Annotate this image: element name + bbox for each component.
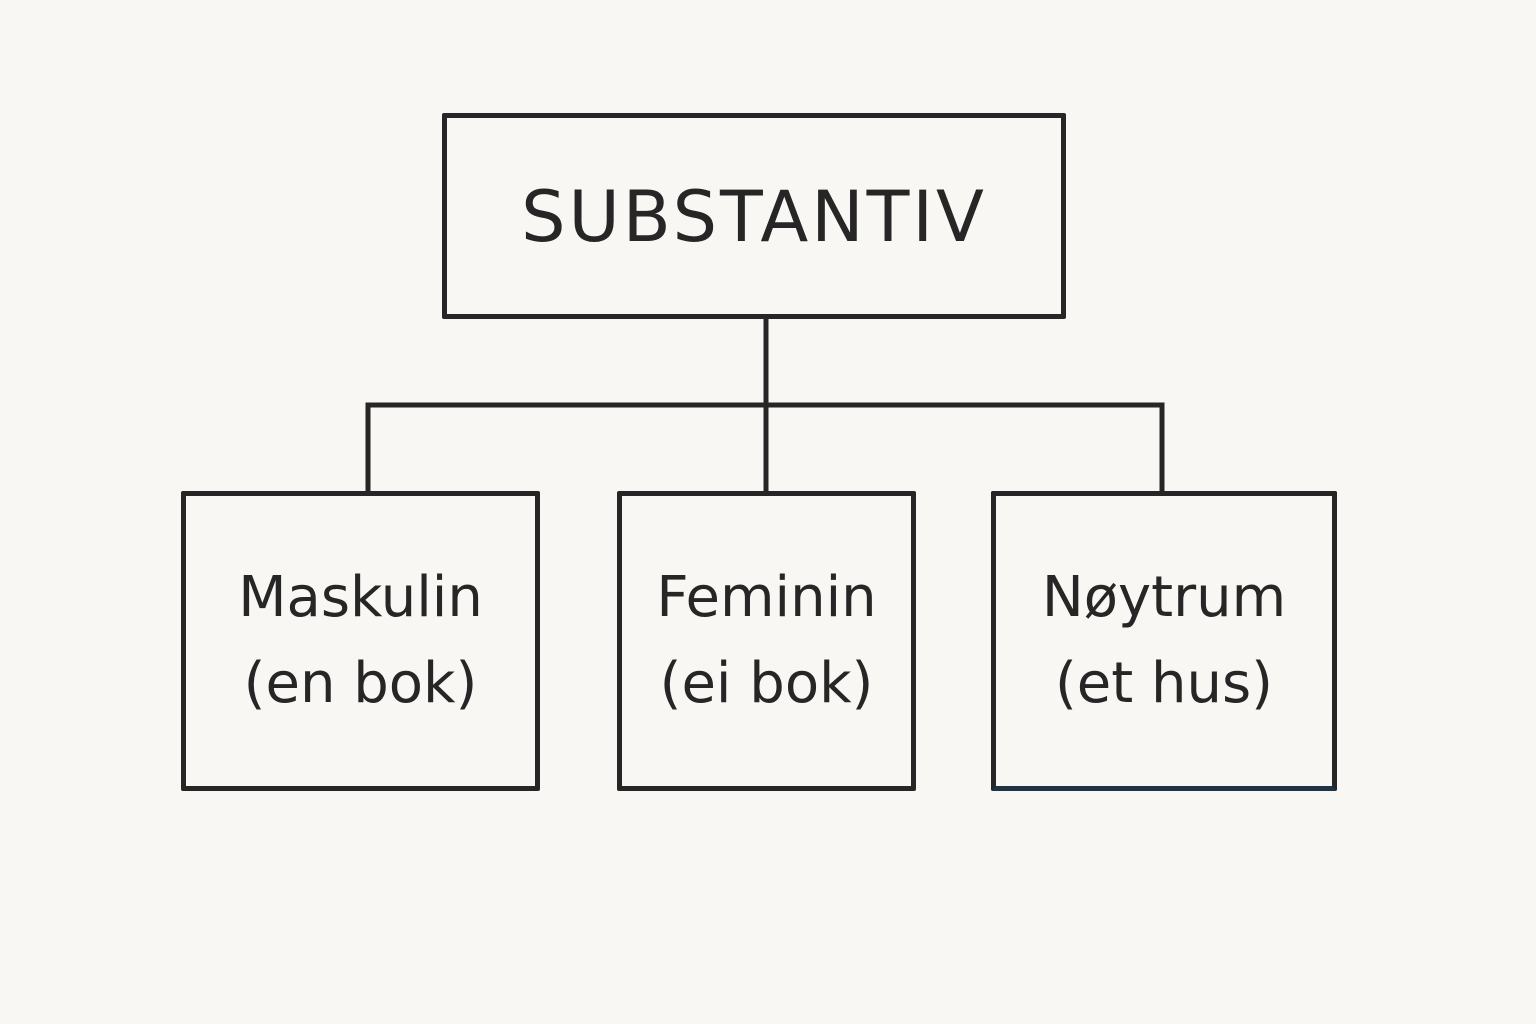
child-node-example: (ei bok) bbox=[659, 651, 874, 716]
child-node-feminin: Feminin (ei bok) bbox=[617, 491, 916, 791]
child-node-name: Feminin bbox=[656, 565, 877, 630]
child-node-example: (en bok) bbox=[243, 651, 478, 716]
child-node-example: (et hus) bbox=[1054, 651, 1274, 716]
child-node-noytrum: Nøytrum (et hus) bbox=[991, 491, 1337, 791]
root-node-substantiv: SUBSTANTIV bbox=[442, 113, 1066, 319]
child-node-name: Nøytrum bbox=[1041, 565, 1287, 630]
child-node-name: Maskulin bbox=[238, 565, 483, 630]
child-node-maskulin: Maskulin (en bok) bbox=[181, 491, 540, 791]
root-node-label: SUBSTANTIV bbox=[521, 176, 987, 258]
